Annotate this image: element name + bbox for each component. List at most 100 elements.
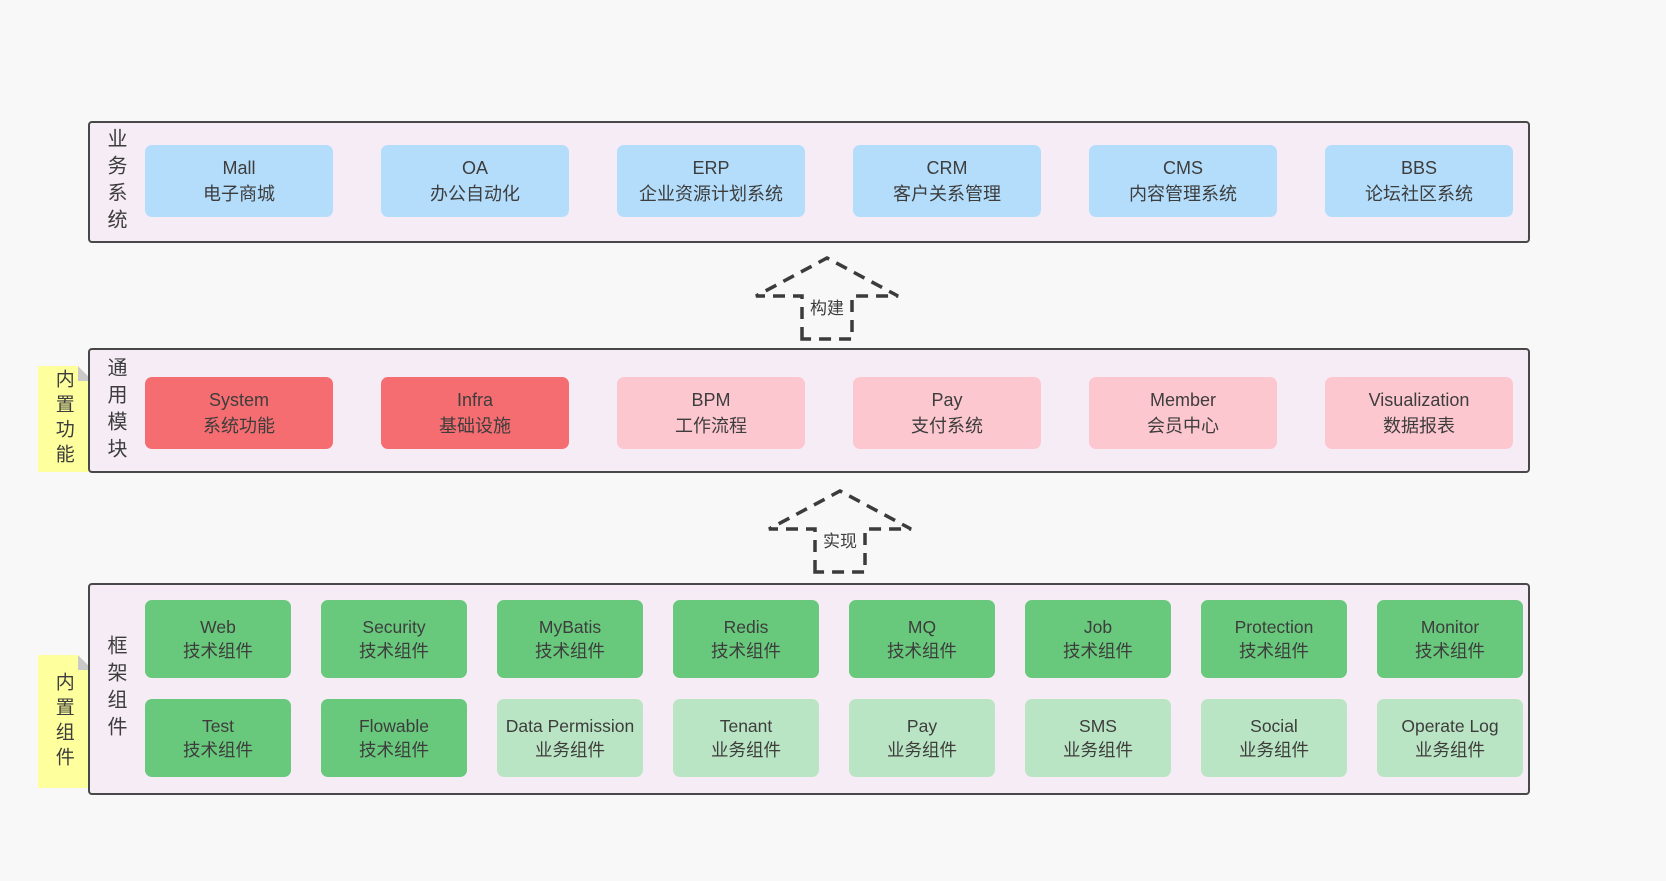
box-subtitle: 技术组件	[711, 641, 781, 661]
box-subtitle: 企业资源计划系统	[639, 184, 783, 204]
layer-label-framework-components: 框架组件	[104, 635, 126, 743]
box-title: Operate Log	[1401, 716, 1499, 736]
box-cms: CMS 内容管理系统	[1089, 145, 1277, 217]
box-title: CRM	[926, 158, 968, 178]
box-title: Tenant	[719, 716, 773, 736]
box-subtitle: 数据报表	[1383, 416, 1455, 436]
box-subtitle: 技术组件	[359, 740, 429, 760]
box-subtitle: 工作流程	[675, 416, 747, 436]
layer-business-systems: 业务系统 Mall 电子商城 OA 办公自动化 ERP 企业资源计划系统 CRM…	[88, 121, 1530, 243]
arrow-build-label: 构建	[807, 294, 847, 319]
box-subtitle: 电子商城	[203, 184, 275, 204]
box-protection: Protection 技术组件	[1201, 600, 1347, 678]
box-member: Member 会员中心	[1089, 377, 1277, 449]
box-title: Mall	[222, 158, 256, 178]
sticky-note-builtin-features: 内置功能	[38, 366, 93, 472]
sticky-note-label: 内置功能	[52, 369, 74, 469]
box-oa: OA 办公自动化	[381, 145, 569, 217]
box-title: MQ	[907, 617, 937, 637]
box-title: System	[208, 390, 269, 410]
box-title: Data Permission	[505, 716, 635, 736]
box-title: BBS	[1400, 158, 1438, 178]
box-social: Social 业务组件	[1201, 699, 1347, 777]
arrow-implement: 实现	[765, 488, 915, 574]
box-sms: SMS 业务组件	[1025, 699, 1171, 777]
layer-framework-components: 框架组件 Web 技术组件 Security 技术组件 MyBatis 技术组件…	[88, 583, 1530, 795]
box-operate-log: Operate Log 业务组件	[1377, 699, 1523, 777]
box-subtitle: 技术组件	[1063, 641, 1133, 661]
box-infra: Infra 基础设施	[381, 377, 569, 449]
common-modules-row: System 系统功能 Infra 基础设施 BPM 工作流程 Pay 支付系统…	[145, 377, 1513, 449]
box-subtitle: 技术组件	[1239, 641, 1309, 661]
box-subtitle: 支付系统	[911, 416, 983, 436]
box-subtitle: 业务组件	[1239, 740, 1309, 760]
box-title: Security	[362, 617, 426, 637]
layer-label-business-systems: 业务系统	[104, 128, 126, 236]
box-visualization: Visualization 数据报表	[1325, 377, 1513, 449]
box-title: Test	[201, 716, 235, 736]
box-crm: CRM 客户关系管理	[853, 145, 1041, 217]
box-bpm: BPM 工作流程	[617, 377, 805, 449]
box-pay-biz: Pay 业务组件	[849, 699, 995, 777]
box-subtitle: 技术组件	[183, 641, 253, 661]
box-subtitle: 系统功能	[203, 416, 275, 436]
framework-components-row-2: Test 技术组件 Flowable 技术组件 Data Permission …	[145, 699, 1523, 777]
box-title: Redis	[723, 617, 769, 637]
framework-components-row-1: Web 技术组件 Security 技术组件 MyBatis 技术组件 Redi…	[145, 600, 1523, 678]
box-flowable: Flowable 技术组件	[321, 699, 467, 777]
box-security: Security 技术组件	[321, 600, 467, 678]
box-job: Job 技术组件	[1025, 600, 1171, 678]
arrow-build: 构建	[752, 255, 902, 341]
box-subtitle: 技术组件	[359, 641, 429, 661]
box-subtitle: 会员中心	[1147, 416, 1219, 436]
box-tenant: Tenant 业务组件	[673, 699, 819, 777]
sticky-note-builtin-components: 内置组件	[38, 655, 93, 788]
box-title: SMS	[1079, 716, 1117, 736]
business-systems-row: Mall 电子商城 OA 办公自动化 ERP 企业资源计划系统 CRM 客户关系…	[145, 145, 1513, 217]
box-subtitle: 业务组件	[535, 740, 605, 760]
box-title: BPM	[691, 390, 731, 410]
box-title: Job	[1083, 617, 1113, 637]
box-title: Protection	[1234, 617, 1314, 637]
box-title: Monitor	[1420, 617, 1480, 637]
box-title: ERP	[692, 158, 730, 178]
box-mall: Mall 电子商城	[145, 145, 333, 217]
box-subtitle: 客户关系管理	[893, 184, 1001, 204]
box-title: Visualization	[1368, 390, 1470, 410]
box-system: System 系统功能	[145, 377, 333, 449]
box-subtitle: 技术组件	[887, 641, 957, 661]
box-subtitle: 办公自动化	[430, 184, 520, 204]
box-redis: Redis 技术组件	[673, 600, 819, 678]
box-test: Test 技术组件	[145, 699, 291, 777]
box-subtitle: 技术组件	[183, 740, 253, 760]
box-bbs: BBS 论坛社区系统	[1325, 145, 1513, 217]
box-mq: MQ 技术组件	[849, 600, 995, 678]
box-subtitle: 论坛社区系统	[1365, 184, 1473, 204]
layer-label-common-modules: 通用模块	[104, 356, 126, 465]
box-data-permission: Data Permission 业务组件	[497, 699, 643, 777]
box-subtitle: 技术组件	[535, 641, 605, 661]
box-subtitle: 技术组件	[1415, 641, 1485, 661]
box-subtitle: 业务组件	[1063, 740, 1133, 760]
box-title: CMS	[1163, 158, 1203, 178]
box-title: Social	[1250, 716, 1298, 736]
box-subtitle: 内容管理系统	[1129, 184, 1237, 204]
box-subtitle: 业务组件	[1415, 740, 1485, 760]
arrow-implement-label: 实现	[820, 527, 860, 552]
box-subtitle: 业务组件	[711, 740, 781, 760]
box-subtitle: 业务组件	[887, 740, 957, 760]
box-title: Member	[1149, 390, 1216, 410]
box-pay: Pay 支付系统	[853, 377, 1041, 449]
box-subtitle: 基础设施	[439, 416, 511, 436]
sticky-note-label: 内置组件	[52, 671, 74, 772]
box-title: Web	[200, 617, 236, 637]
box-web: Web 技术组件	[145, 600, 291, 678]
box-title: OA	[461, 158, 488, 178]
layer-common-modules: 通用模块 System 系统功能 Infra 基础设施 BPM 工作流程 Pay…	[88, 348, 1530, 473]
box-title: Infra	[456, 390, 494, 410]
box-title: Flowable	[358, 716, 430, 736]
box-mybatis: MyBatis 技术组件	[497, 600, 643, 678]
box-monitor: Monitor 技术组件	[1377, 600, 1523, 678]
box-title: Pay	[906, 716, 938, 736]
box-erp: ERP 企业资源计划系统	[617, 145, 805, 217]
